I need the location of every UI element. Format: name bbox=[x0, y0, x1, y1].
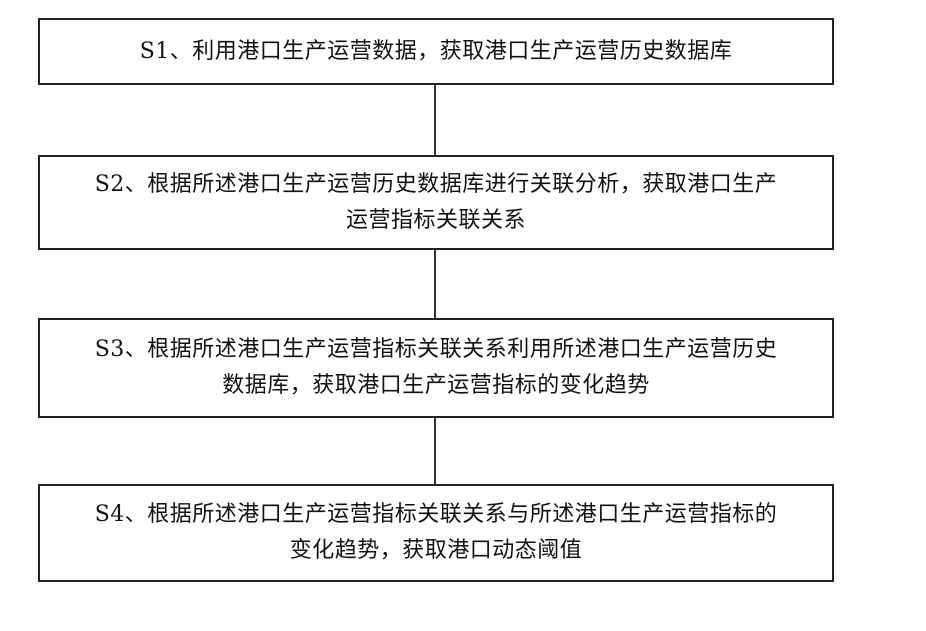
step-text-s4: S4、根据所述港口生产运营指标关联关系与所述港口生产运营指标的 变化趋势，获取港… bbox=[87, 497, 786, 569]
connector-s3-s4 bbox=[434, 418, 436, 484]
step-s3-line-2: 数据库，获取港口生产运营指标的变化趋势 bbox=[95, 368, 778, 404]
connector-s1-s2 bbox=[434, 85, 436, 155]
step-box-s2: S2、根据所述港口生产运营历史数据库进行关联分析，获取港口生产 运营指标关联关系 bbox=[38, 155, 834, 250]
step-box-s1: S1、利用港口生产运营数据，获取港口生产运营历史数据库 bbox=[38, 18, 834, 85]
step-text-s2: S2、根据所述港口生产运营历史数据库进行关联分析，获取港口生产 运营指标关联关系 bbox=[87, 167, 786, 239]
connector-s2-s3 bbox=[434, 250, 436, 318]
step-box-s3: S3、根据所述港口生产运营指标关联关系利用所述港口生产运营历史 数据库，获取港口… bbox=[38, 318, 834, 418]
step-s4-line-2: 变化趋势，获取港口动态阈值 bbox=[95, 533, 778, 569]
step-s2-line-1: S2、根据所述港口生产运营历史数据库进行关联分析，获取港口生产 bbox=[95, 167, 778, 203]
step-box-s4: S4、根据所述港口生产运营指标关联关系与所述港口生产运营指标的 变化趋势，获取港… bbox=[38, 484, 834, 582]
step-s3-line-1: S3、根据所述港口生产运营指标关联关系利用所述港口生产运营历史 bbox=[95, 332, 778, 368]
step-s4-line-1: S4、根据所述港口生产运营指标关联关系与所述港口生产运营指标的 bbox=[95, 497, 778, 533]
step-s2-line-2: 运营指标关联关系 bbox=[95, 203, 778, 239]
step-text-s3: S3、根据所述港口生产运营指标关联关系利用所述港口生产运营历史 数据库，获取港口… bbox=[87, 332, 786, 404]
step-s1-line-1: S1、利用港口生产运营数据，获取港口生产运营历史数据库 bbox=[140, 34, 733, 70]
step-text-s1: S1、利用港口生产运营数据，获取港口生产运营历史数据库 bbox=[132, 34, 741, 70]
